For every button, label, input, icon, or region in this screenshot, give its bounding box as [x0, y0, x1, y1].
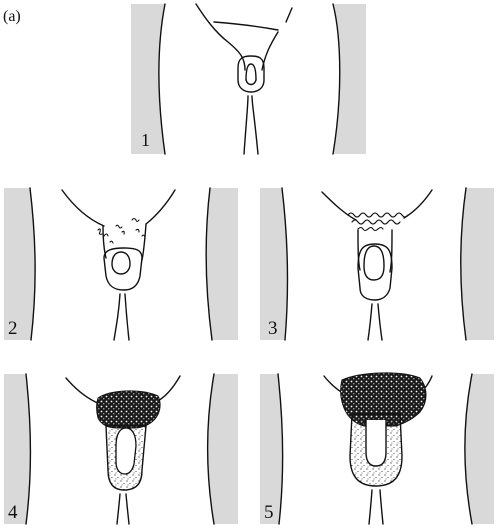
stage-4-number: 4: [8, 502, 18, 523]
stage-1-number: 1: [141, 130, 150, 150]
stage-3-panel: [260, 188, 494, 340]
stage-5-number: 5: [264, 502, 274, 523]
stage-2-panel: [4, 188, 238, 340]
stage-3-number: 3: [268, 318, 278, 339]
stage-4-panel: [4, 374, 238, 524]
stage-5-panel: [260, 373, 494, 524]
stage-1-panel: [131, 4, 366, 154]
stage-2-number: 2: [8, 318, 18, 339]
